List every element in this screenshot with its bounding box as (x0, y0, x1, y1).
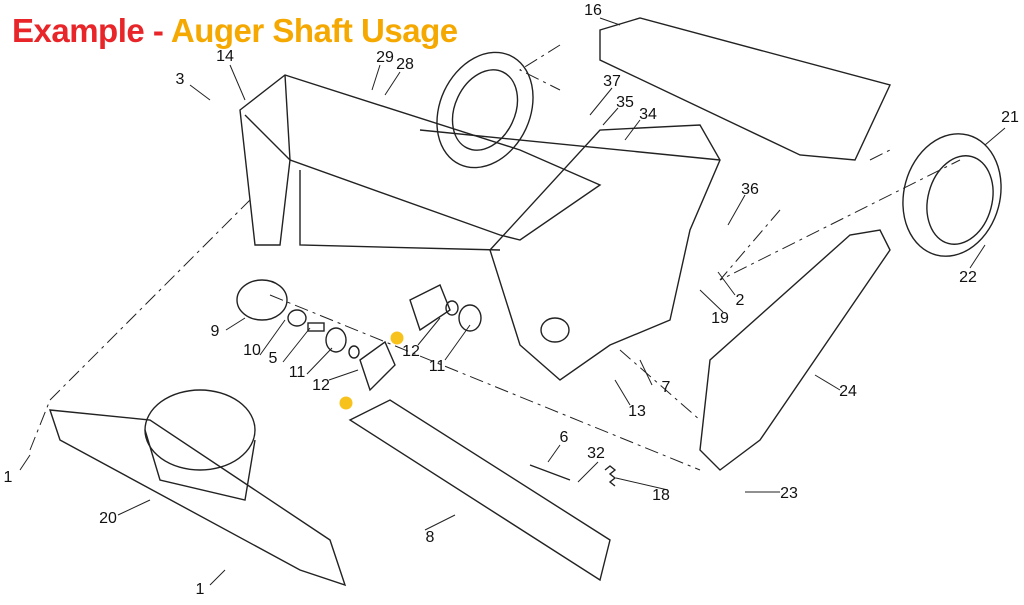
callout-21: 21 (1001, 109, 1019, 126)
callout-10: 10 (243, 342, 261, 359)
highlight-dot (390, 331, 404, 345)
callout-14: 14 (216, 48, 234, 65)
highlight-dot (339, 396, 353, 410)
callout-36: 36 (741, 181, 759, 198)
callout-29: 29 (376, 49, 394, 66)
wheel-right (902, 133, 1002, 257)
callout-34: 34 (639, 106, 657, 123)
callout-32: 32 (587, 445, 605, 462)
callout-12: 12 (402, 343, 420, 360)
handle-bracket (599, 17, 891, 161)
callout-16: 16 (584, 2, 602, 19)
title-separator: - (144, 12, 171, 49)
belt-cover (699, 229, 891, 471)
leader-lines (19, 17, 1006, 586)
auger-housing (239, 74, 721, 381)
callout-37: 37 (603, 73, 621, 90)
callout-35: 35 (616, 94, 634, 111)
title-example: Example (12, 12, 145, 49)
wheel-left (436, 51, 534, 169)
callout-3: 3 (175, 71, 185, 88)
callout-22: 22 (959, 269, 977, 286)
callout-1: 1 (195, 581, 205, 598)
callout-7: 7 (661, 379, 671, 396)
callout-20: 20 (99, 510, 117, 527)
callout-23: 23 (780, 485, 798, 502)
callout-11: 11 (288, 364, 306, 381)
callout-8: 8 (425, 529, 435, 546)
callout-5: 5 (268, 350, 278, 367)
callout-11: 11 (428, 358, 446, 375)
discharge-chute (48, 389, 347, 587)
callout-28: 28 (396, 56, 414, 73)
callout-1: 1 (3, 469, 13, 486)
axle (419, 129, 721, 161)
callout-13: 13 (628, 403, 646, 420)
callout-19: 19 (711, 310, 729, 327)
callout-18: 18 (652, 487, 670, 504)
callout-24: 24 (839, 383, 857, 400)
callout-6: 6 (559, 429, 569, 446)
diagram-title: Example - Auger Shaft Usage (12, 12, 458, 50)
callout-2: 2 (735, 292, 745, 309)
bolt-and-spring (529, 464, 617, 487)
title-subject: Auger Shaft Usage (170, 12, 458, 49)
callout-9: 9 (210, 323, 220, 340)
assembly-lines (29, 44, 961, 471)
scraper-bar (348, 399, 611, 582)
bearing-parts (236, 279, 482, 392)
callout-12: 12 (312, 377, 330, 394)
